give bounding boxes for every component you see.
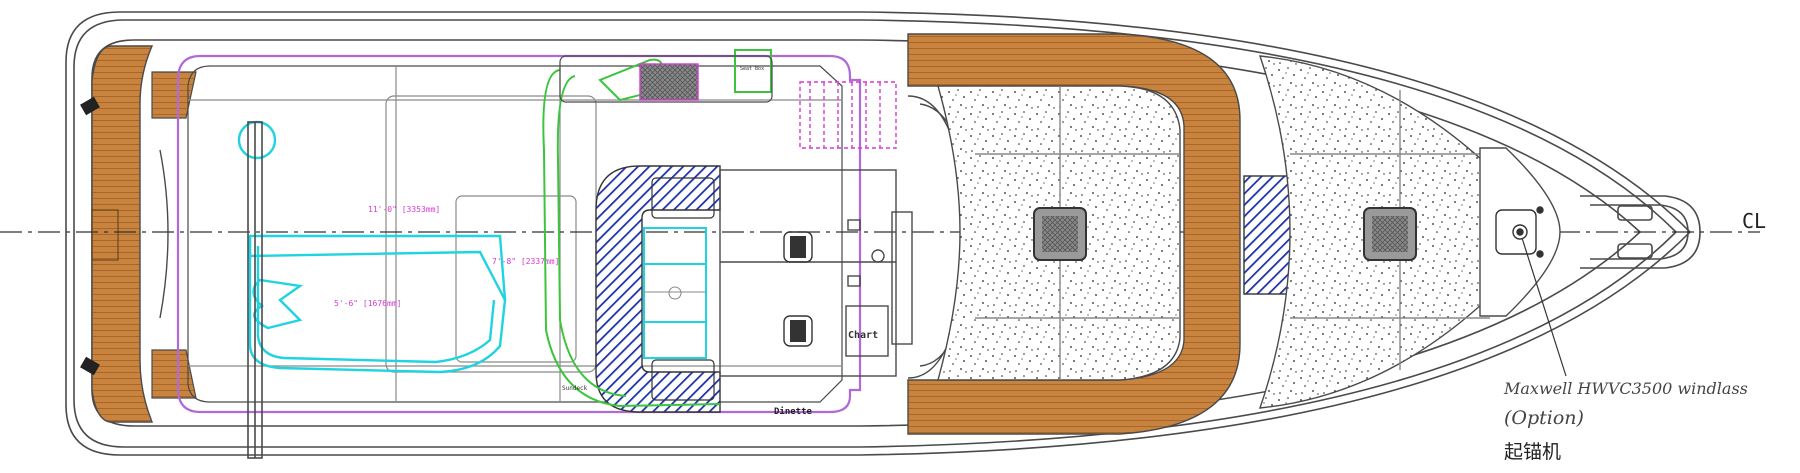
dimension-label: 11'-0" [3353mm] [368, 205, 440, 214]
deck-grid-lines [188, 66, 842, 402]
foredeck-sunpad [937, 85, 1181, 381]
sundeck-label: Sundeck [562, 385, 588, 392]
bow-deck [1258, 55, 1561, 409]
windlass-callout-line3: 起锚机 [1504, 441, 1561, 463]
dinette-table [643, 227, 707, 359]
centerline-mark: CL [1742, 209, 1766, 233]
dinette-label: Dinette [774, 406, 813, 417]
dimension-label: 5'-6" [1676mm] [334, 299, 401, 308]
forward-bench: Seat Box [559, 55, 773, 103]
dimension-label: 7'-8" [2337mm] [492, 257, 559, 266]
seat-box-label: Seat Box [740, 66, 764, 72]
tender-outline [237, 120, 507, 374]
chart-label: Chart [848, 330, 878, 341]
foredeck-teak [907, 33, 1241, 435]
helm-console [719, 95, 973, 379]
windlass-icon [1495, 206, 1544, 258]
windlass-leader-line [1521, 237, 1567, 377]
windlass-callout-line1: Maxwell HWVC3500 windlass [1503, 379, 1748, 398]
windlass-callout: Maxwell HWVC3500 windlass (Option) 起锚机 [1503, 379, 1748, 463]
helm-chair-icon [783, 231, 813, 347]
windlass-callout-line2: (Option) [1504, 407, 1584, 429]
centerline-symbol: CL [1742, 209, 1766, 233]
davit-arm [247, 121, 263, 459]
dinette-seating [595, 165, 721, 413]
stern-swim-platform [80, 45, 154, 423]
deck-hatch-blue [1243, 175, 1295, 295]
stern-steps [151, 71, 197, 399]
dimension-labels: 11'-0" [3353mm] 7'-8" [2337mm] 5'-6" [16… [334, 205, 559, 308]
companionway-stairs [799, 81, 897, 149]
